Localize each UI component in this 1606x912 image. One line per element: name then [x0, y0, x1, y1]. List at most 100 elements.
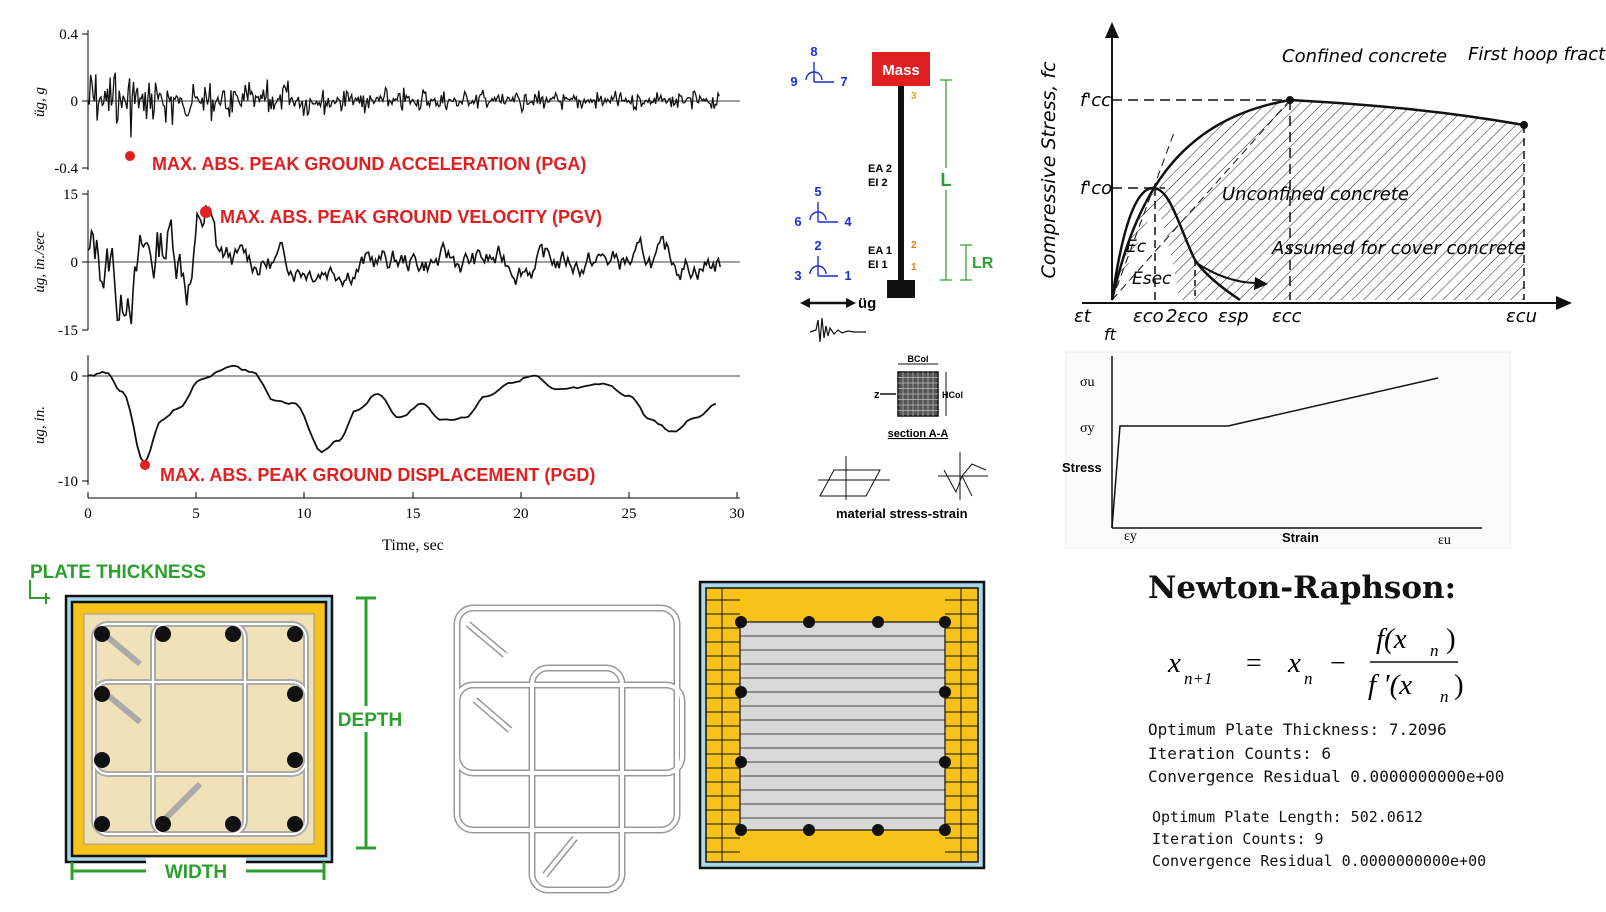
dof-3: 3	[794, 268, 801, 283]
fiber-rebar	[735, 686, 747, 698]
x-tick-0: 0	[84, 506, 92, 522]
eps-cc-label: εcc	[1272, 306, 1302, 327]
result2-line2: Iteration Counts: 9	[1152, 830, 1324, 848]
pgd-marker	[140, 460, 150, 470]
eps-t-label: εt	[1074, 306, 1092, 327]
ea1-label: EA 1	[868, 245, 892, 257]
acceleration-plot: 0.4 0 -0.4 üg, g MAX. ABS. PEAK GROUND A…	[32, 27, 740, 177]
result2-line1: Optimum Plate Length: 502.0612	[1152, 808, 1423, 826]
eps-cu-label: εcu	[1506, 306, 1537, 327]
acc-tick-top: 0.4	[59, 27, 78, 43]
fiber-rebar	[872, 824, 884, 836]
width-label: WIDTH	[165, 862, 227, 883]
esec-label: Esec	[1132, 269, 1172, 289]
steel-stress-strain: σu σy Stress Strain εy εu	[1062, 351, 1511, 549]
first-hoop-label: First hoop fracture	[1468, 44, 1606, 65]
longitudinal-rebars	[94, 626, 303, 832]
ea2-label: EA 2	[868, 163, 892, 175]
ground-acc-label: üg	[858, 295, 876, 312]
ec-label: Ec	[1126, 237, 1147, 257]
ground-acc-arrow	[800, 298, 856, 308]
displacement-plot: 0 -10 ug, in. MAX. ABS. PEAK GROUND DISP…	[32, 355, 740, 490]
z-axis-label: z	[874, 389, 880, 401]
fiber-rebar	[735, 616, 747, 628]
x-tick-30: 30	[730, 506, 745, 522]
mass-block	[872, 52, 930, 86]
ei2-label: EI 2	[868, 177, 888, 189]
rebar	[94, 816, 110, 832]
newton-title: Newton-Raphson:	[1148, 570, 1457, 606]
sigma-y-label: σy	[1080, 421, 1095, 436]
dof-1: 1	[844, 268, 851, 283]
jacketed-section: PLATE THICKNESS DEPTH	[29, 562, 406, 884]
disp-ylabel: ug, in.	[32, 406, 48, 444]
x-tick-15: 15	[406, 506, 421, 522]
fiber-rebar	[735, 756, 747, 768]
unconfined-label: Unconfined concrete	[1222, 184, 1409, 205]
dof-7: 7	[840, 74, 847, 89]
rebar	[94, 626, 110, 642]
section-label: section A-A	[888, 428, 949, 440]
material-sketches	[818, 452, 988, 500]
confined-curve-hatch	[1112, 100, 1524, 300]
dof-2: 2	[814, 238, 821, 253]
rebar	[225, 816, 241, 832]
column-base	[887, 280, 915, 298]
node-1: 1	[911, 262, 917, 273]
result1-line2: Iteration Counts: 6	[1148, 744, 1332, 763]
lr-label: LR	[972, 255, 994, 272]
material-label: material stress-strain	[836, 506, 968, 521]
rebar	[287, 686, 303, 702]
x-tick-10: 10	[297, 506, 312, 522]
dof-4: 4	[844, 214, 852, 229]
section-a-a: BCol HCol z section A-A	[874, 354, 963, 440]
fiber-rebar	[939, 616, 951, 628]
fcc-label: f'cc	[1080, 90, 1111, 111]
length-label: L	[941, 170, 952, 190]
depth-label: DEPTH	[338, 710, 402, 731]
stirrup-sketch	[453, 604, 686, 894]
rebar	[94, 686, 110, 702]
dof-6: 6	[794, 214, 801, 229]
two-eps-co-label: 2εco	[1166, 306, 1208, 327]
rebar	[287, 752, 303, 768]
ground-motion-panel: 0.4 0 -0.4 üg, g MAX. ABS. PEAK GROUND A…	[32, 27, 745, 554]
column-model: 8 9 7 5 6 4 2 3 1 Mass 3 2 1 EA 2 EI 2 E…	[790, 44, 993, 521]
fiber-rebar	[939, 824, 951, 836]
eps-u-label: εu	[1438, 533, 1451, 548]
disp-tick-bottom: -10	[58, 474, 78, 490]
vel-tick-top: 15	[63, 187, 78, 203]
column-element	[898, 86, 904, 280]
stirrups-inner	[93, 623, 307, 835]
fiber-rebars	[735, 616, 951, 836]
fco-label: f'co	[1080, 178, 1112, 199]
stress-label: Stress	[1062, 460, 1102, 475]
fiber-rebar	[939, 686, 951, 698]
dof-triad-top	[805, 62, 834, 83]
x-tick-5: 5	[192, 506, 200, 522]
pgv-marker	[200, 206, 212, 218]
dof-5: 5	[814, 184, 821, 199]
eps-y-label: εy	[1124, 529, 1137, 544]
fiber-rebar	[803, 824, 815, 836]
rebar	[94, 752, 110, 768]
mass-label: Mass	[882, 62, 920, 79]
vel-tick-bottom: -15	[58, 323, 78, 339]
bcol-label: BCol	[908, 354, 929, 364]
pga-marker	[125, 151, 135, 161]
fiber-rebar	[872, 616, 884, 628]
time-axis: 0 5 10 15 20 25 30 Time, sec	[84, 492, 745, 554]
time-xlabel: Time, sec	[382, 537, 444, 554]
velocity-trace	[87, 205, 721, 325]
pgv-label: MAX. ABS. PEAK GROUND VELOCITY (PGV)	[220, 207, 602, 227]
dof-9: 9	[790, 74, 797, 89]
fiber-rebar	[803, 616, 815, 628]
rebar	[225, 626, 241, 642]
plate-thickness-label: PLATE THICKNESS	[30, 562, 206, 583]
acc-tick-bottom: -0.4	[54, 161, 78, 177]
result1-line3: Convergence Residual 0.0000000000e+00	[1148, 767, 1505, 786]
pgd-label: MAX. ABS. PEAK GROUND DISPLACEMENT (PGD)	[160, 465, 595, 485]
ei1-label: EI 1	[868, 259, 888, 271]
cover-label: Assumed for cover concrete	[1271, 238, 1525, 259]
